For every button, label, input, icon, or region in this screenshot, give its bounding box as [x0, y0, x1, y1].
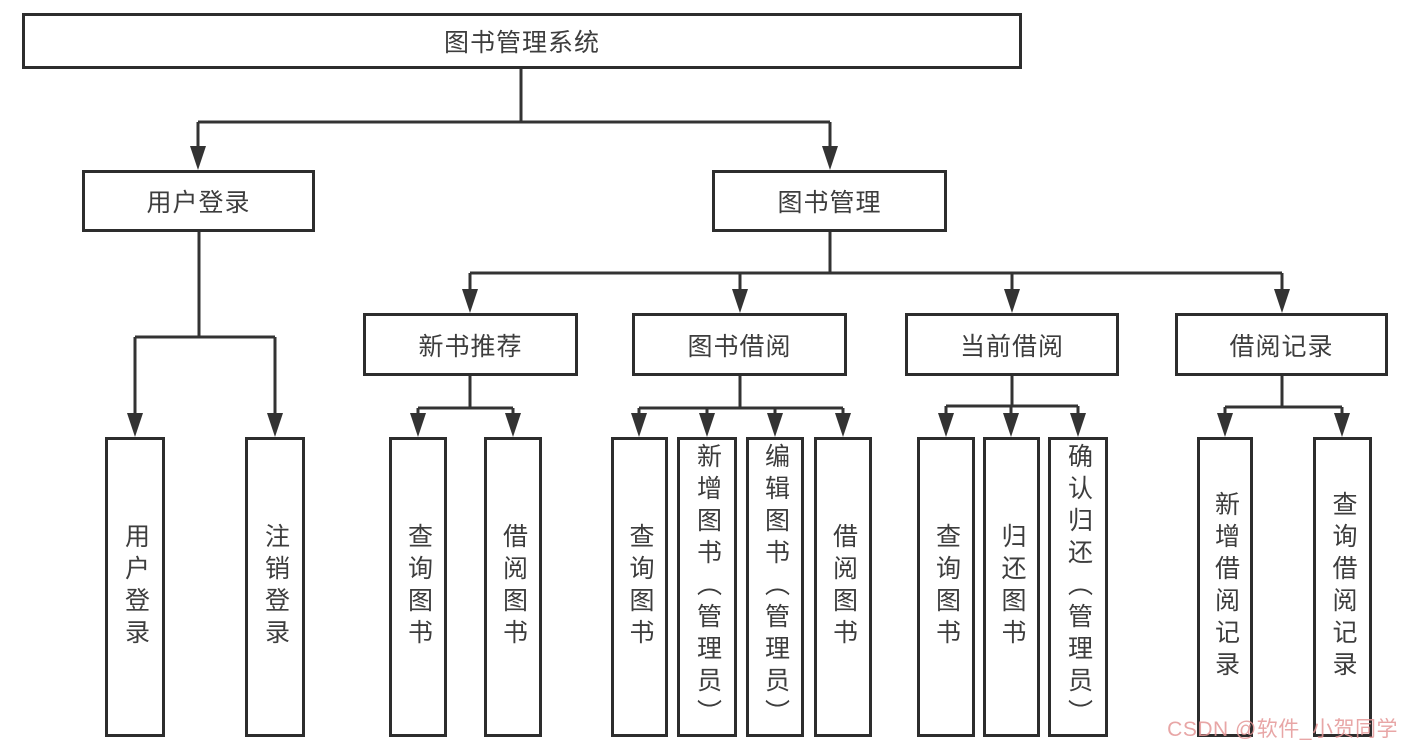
leaf-add-borrow-record: 新增借阅记录 [1197, 437, 1253, 737]
node-borrow-records-label: 借阅记录 [1229, 332, 1334, 361]
leaf-return-book-label: 归还图书 [998, 523, 1026, 651]
node-current-borrow-label: 当前借阅 [959, 332, 1064, 361]
connector-new-book-branch [410, 376, 521, 437]
watermark: CSDN @软件_小贺同学 [1167, 718, 1398, 741]
leaf-edit-book-admin-label: 编辑图书（管理员） [761, 443, 790, 731]
connector-book-mgmt-branch [462, 232, 1290, 313]
leaf-query-books-recommend: 查询图书 [389, 437, 447, 737]
connector-user-login-branch [127, 232, 283, 437]
node-book-borrow-label: 图书借阅 [687, 332, 792, 361]
leaf-query-books-borrow-label: 查询图书 [626, 523, 654, 651]
leaf-query-books-borrow: 查询图书 [611, 437, 668, 737]
node-root-label: 图书管理系统 [443, 29, 600, 57]
node-borrow-records: 借阅记录 [1175, 313, 1388, 376]
leaf-borrow-books-borrow-label: 借阅图书 [829, 523, 858, 651]
leaf-user-login-label: 用户登录 [121, 523, 150, 651]
leaf-borrow-books-recommend: 借阅图书 [484, 437, 542, 737]
leaf-add-book-admin: 新增图书（管理员） [677, 437, 737, 737]
leaf-query-books-current: 查询图书 [917, 437, 975, 737]
node-user-login: 用户登录 [82, 170, 315, 232]
node-book-management-label: 图书管理 [777, 189, 882, 217]
node-current-borrow: 当前借阅 [905, 313, 1119, 376]
leaf-borrow-books-recommend-label: 借阅图书 [499, 523, 528, 651]
node-new-book-recommend: 新书推荐 [363, 313, 578, 376]
node-root: 图书管理系统 [22, 13, 1022, 69]
leaf-query-borrow-record-label: 查询借阅记录 [1329, 491, 1357, 683]
connector-borrow-records-branch [1217, 376, 1350, 437]
leaf-confirm-return-admin: 确认归还（管理员） [1048, 437, 1108, 737]
node-book-borrow: 图书借阅 [632, 313, 847, 376]
leaf-return-book: 归还图书 [983, 437, 1040, 737]
leaf-logout: 注销登录 [245, 437, 305, 737]
leaf-add-book-admin-label: 新增图书（管理员） [693, 443, 722, 731]
leaf-query-books-current-label: 查询图书 [932, 523, 961, 651]
connector-root-to-level2 [190, 69, 838, 170]
leaf-user-login: 用户登录 [105, 437, 165, 737]
leaf-query-books-recommend-label: 查询图书 [404, 523, 433, 651]
leaf-query-borrow-record: 查询借阅记录 [1313, 437, 1372, 737]
node-new-book-recommend-label: 新书推荐 [418, 332, 523, 361]
connector-current-borrow-branch [938, 376, 1086, 437]
leaf-add-borrow-record-label: 新增借阅记录 [1211, 491, 1240, 683]
leaf-logout-label: 注销登录 [261, 523, 290, 651]
leaf-borrow-books-borrow: 借阅图书 [814, 437, 872, 737]
node-user-login-label: 用户登录 [146, 189, 251, 217]
leaf-edit-book-admin: 编辑图书（管理员） [746, 437, 804, 737]
node-book-management: 图书管理 [712, 170, 947, 232]
connector-book-borrow-branch [631, 376, 851, 437]
leaf-confirm-return-admin-label: 确认归还（管理员） [1064, 443, 1093, 731]
